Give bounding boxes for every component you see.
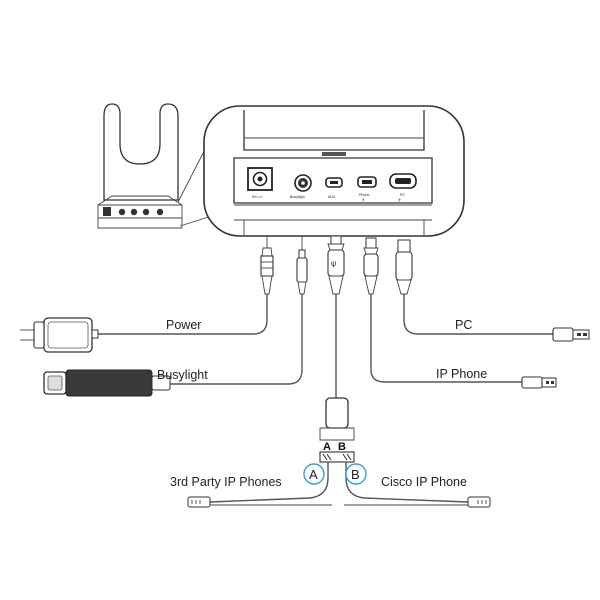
dc-port: 5V=== bbox=[247, 167, 273, 199]
zoom-callout: 5V=== Busylight AUX Phone ⭍ PC ⭍ bbox=[203, 105, 465, 237]
ip-phone-label: IP Phone bbox=[436, 367, 487, 381]
svg-text:⭍: ⭍ bbox=[398, 197, 402, 202]
rj-end-a bbox=[187, 496, 211, 508]
pc-usb-end bbox=[552, 327, 590, 342]
splitter-a-label: A bbox=[323, 441, 331, 453]
aux-port-label: AUX bbox=[328, 195, 336, 199]
power-label: Power bbox=[166, 318, 201, 332]
busylight-cable bbox=[168, 294, 303, 385]
circle-a-marker: A bbox=[303, 463, 325, 485]
cisco-label: Cisco IP Phone bbox=[381, 475, 467, 489]
busylight-device bbox=[43, 369, 171, 397]
svg-text:ψ: ψ bbox=[331, 259, 336, 268]
busylight-port-label: Busylight bbox=[290, 195, 305, 199]
pc-label: PC bbox=[455, 318, 472, 332]
busylight-plug bbox=[296, 236, 308, 295]
pc-cable bbox=[403, 294, 553, 335]
circle-b-marker: B bbox=[345, 463, 367, 485]
ip-phone-usb-end bbox=[521, 376, 557, 389]
busylight-port: Busylight bbox=[290, 174, 312, 199]
aux-plug: ψ bbox=[327, 235, 345, 295]
third-party-label: 3rd Party IP Phones bbox=[170, 475, 282, 489]
cable-a bbox=[209, 462, 329, 503]
aux-port: AUX bbox=[325, 177, 343, 199]
circle-b-text: B bbox=[351, 467, 360, 482]
ab-splitter: A B bbox=[319, 397, 355, 463]
phone-port: Phone ⭍ bbox=[357, 176, 377, 202]
base-station-small bbox=[97, 103, 183, 229]
splitter-b-label: B bbox=[338, 441, 346, 453]
dc-plug bbox=[260, 236, 274, 295]
dc-port-label: 5V=== bbox=[252, 195, 263, 199]
power-adapter bbox=[20, 317, 99, 353]
power-cable bbox=[93, 294, 268, 335]
busylight-label: Busylight bbox=[157, 368, 208, 382]
pc-port-label: PC bbox=[400, 193, 405, 197]
pc-port: PC ⭍ bbox=[389, 173, 417, 202]
phone-cable bbox=[370, 294, 522, 383]
rj-end-b bbox=[467, 496, 491, 508]
cable-b bbox=[345, 462, 469, 503]
phone-plug bbox=[363, 237, 379, 295]
circle-a-text: A bbox=[309, 467, 318, 482]
svg-text:⭍: ⭍ bbox=[362, 197, 366, 202]
pc-plug bbox=[395, 239, 413, 295]
phone-port-label: Phone bbox=[359, 193, 369, 197]
